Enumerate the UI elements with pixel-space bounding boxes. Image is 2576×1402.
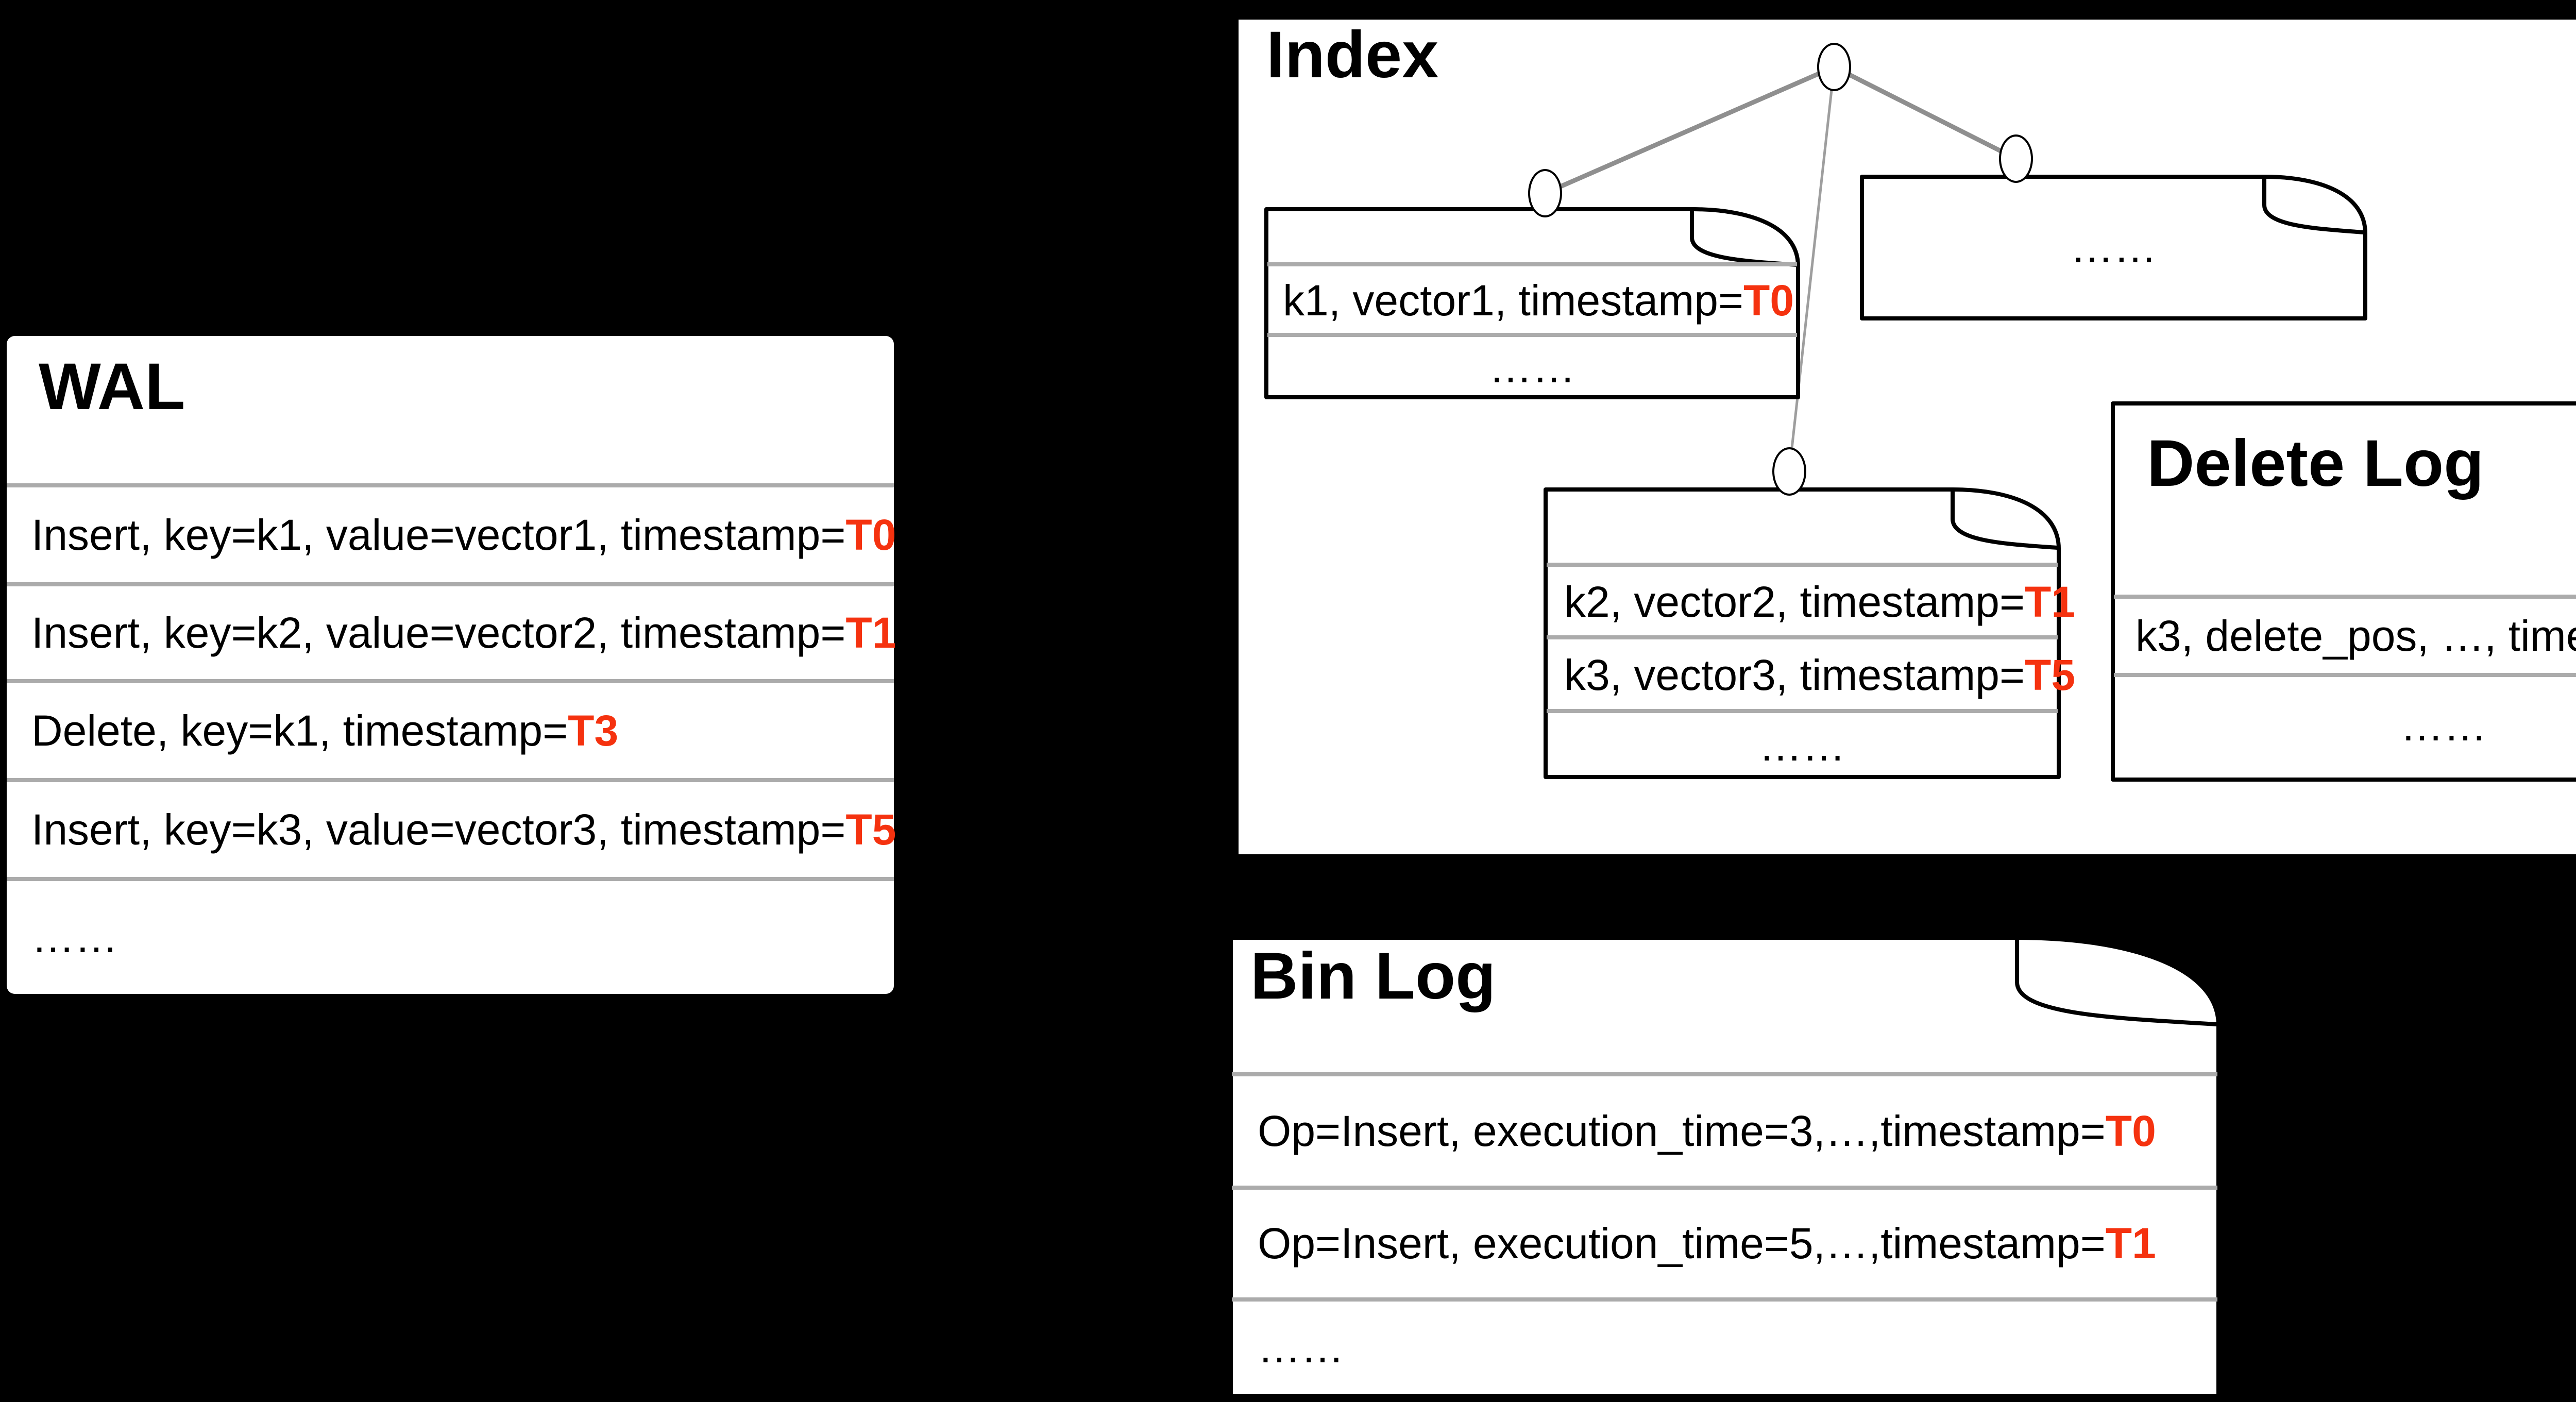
page-fold-icon: [2262, 175, 2366, 234]
timestamp-value: T0: [2105, 1106, 2156, 1155]
entry-text: Op=Insert, execution_time=5,…,timestamp=: [1258, 1219, 2106, 1268]
tree-node-icon: [1772, 447, 1806, 496]
timestamp-value: T5: [845, 805, 896, 854]
page-fold-icon: [2015, 936, 2218, 1026]
delete-log-row: ……: [2111, 679, 2576, 772]
log-entry-text: Insert, key=k2, value=vector2, timestamp…: [31, 608, 846, 657]
tree-node-icon: [1528, 169, 1562, 217]
timestamp-value: T3: [568, 706, 619, 755]
tree-edges: [1544, 64, 2018, 472]
wal-row: Insert, key=k3, value=vector3, timestamp…: [7, 782, 896, 877]
ellipsis-text: ……: [2400, 701, 2487, 750]
document-shape-icon: [1860, 175, 2367, 320]
page-fold-icon: [1951, 488, 2059, 550]
separator: [7, 778, 894, 782]
bin-log-row: ……: [1229, 1304, 2221, 1391]
bin-log-title: Bin Log: [1250, 939, 1496, 1013]
timestamp-value: T0: [845, 510, 896, 559]
log-entry-text: Insert, key=k3, value=vector3, timestamp…: [31, 805, 846, 854]
index-segment-file-left: k1, vector1, timestamp=T0 ……: [1264, 207, 1800, 400]
timestamp-value: T5: [2025, 651, 2076, 699]
bin-log-row: Op=Insert, execution_time=3,…,timestamp=…: [1229, 1078, 2221, 1184]
document-shape-icon: [1229, 936, 2221, 1398]
timestamp-value: T1: [2105, 1219, 2156, 1268]
wal-title: WAL: [39, 350, 185, 424]
separator: [7, 877, 894, 881]
tree-node-icon: [1999, 134, 2033, 183]
page-outline: [1229, 936, 2221, 1398]
segment-row: ……: [1860, 179, 2367, 316]
log-entry-text: Delete, key=k1, timestamp=: [31, 706, 568, 755]
segment-row: k1, vector1, timestamp=T0: [1264, 268, 1800, 333]
entry-text: k3, vector3, timestamp=: [1564, 651, 2025, 699]
log-entry-text: Insert, key=k1, value=vector1, timestamp…: [31, 510, 846, 559]
tree-root-node-icon: [1817, 43, 1851, 91]
segment-row: k3, vector3, timestamp=T5: [1544, 641, 2075, 709]
ellipsis-text: ……: [1489, 343, 1575, 392]
delete-log-title: Delete Log: [2147, 427, 2484, 500]
segment-row: ……: [1264, 339, 1800, 396]
wal-row: Insert, key=k2, value=vector2, timestamp…: [7, 586, 896, 679]
separator: [7, 483, 894, 487]
wal-row: Delete, key=k1, timestamp=T3: [7, 683, 894, 778]
index-segment-file-middle: k2, vector2, timestamp=T1 k3, vector3, t…: [1544, 487, 2075, 780]
entry-text: k2, vector2, timestamp=: [1564, 578, 2025, 626]
index-title: Index: [1266, 18, 1439, 92]
wal-row: Insert, key=k1, value=vector1, timestamp…: [7, 487, 896, 582]
bin-log-row: Op=Insert, execution_time=5,…,timestamp=…: [1229, 1192, 2221, 1295]
separator: [7, 679, 894, 683]
ellipsis-text: ……: [1258, 1323, 1344, 1372]
timestamp-value: T1: [2025, 578, 2076, 626]
index-panel: Index k1, vector1, timestamp=T0 ……: [1233, 14, 2576, 859]
delete-log-file: Delete Log k3, delete_pos, …, timestamp=…: [2111, 401, 2576, 782]
timestamp-value: T1: [845, 608, 896, 657]
ellipsis-text: ……: [31, 913, 118, 961]
tree-edge: [1788, 66, 1836, 472]
delete-log-row: k3, delete_pos, …, timestamp=T3: [2111, 601, 2576, 671]
segment-row: ……: [1544, 715, 2061, 776]
ellipsis-text: ……: [2070, 223, 2157, 272]
entry-text: Op=Insert, execution_time=3,…,timestamp=: [1258, 1106, 2106, 1155]
tree-edge: [1544, 64, 1835, 196]
index-segment-file-right: ……: [1860, 174, 2367, 321]
ellipsis-text: ……: [1759, 721, 1845, 770]
document-shape-icon: [1544, 487, 2061, 779]
entry-text: k1, vector1, timestamp=: [1283, 276, 1744, 325]
document-shape-icon: [2111, 401, 2576, 782]
tree-edge: [1833, 64, 2018, 161]
document-shape-icon: [1264, 207, 1800, 399]
timestamp-value: T0: [1743, 276, 1794, 325]
entry-text: k3, delete_pos, …, timestamp=: [2136, 611, 2576, 660]
separator: [7, 582, 894, 586]
page-outline: [2111, 401, 2576, 782]
segment-row: k2, vector2, timestamp=T1: [1544, 569, 2075, 635]
bin-log-file: Bin Log Op=Insert, execution_time=3,…,ti…: [1229, 935, 2221, 1398]
wal-row: ……: [7, 881, 894, 994]
wal-panel: WAL Insert, key=k1, value=vector1, times…: [7, 336, 896, 994]
